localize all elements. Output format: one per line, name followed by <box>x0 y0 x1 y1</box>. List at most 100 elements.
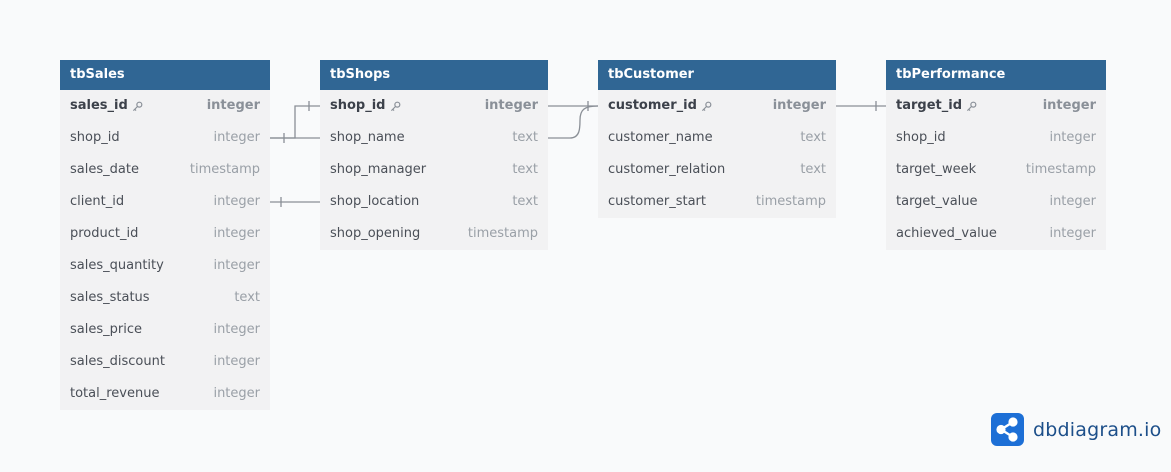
column-row-shop-name[interactable]: shop_name text <box>320 122 548 154</box>
column-type: text <box>512 162 538 177</box>
column-name-text: sales_date <box>70 162 139 177</box>
column-name-text: shop_id <box>70 130 120 145</box>
column-name-text: customer_relation <box>608 162 726 177</box>
column-type: integer <box>213 258 260 273</box>
column-name-text: target_id <box>896 98 962 113</box>
column-type: integer <box>213 130 260 145</box>
column-row-customer-name[interactable]: customer_name text <box>598 122 836 154</box>
column-row-sales-quantity[interactable]: sales_quantity integer <box>60 250 270 282</box>
column-name-text: achieved_value <box>896 226 997 241</box>
column-name: sales_date <box>70 154 139 186</box>
brand-name: dbdiagram.io <box>1033 418 1162 441</box>
column-name: client_id <box>70 186 124 218</box>
column-name: sales_discount <box>70 346 165 378</box>
table-title[interactable]: tbPerformance <box>886 60 1106 90</box>
column-name-text: target_week <box>896 162 977 177</box>
column-name-text: customer_id <box>608 98 697 113</box>
column-row-customer-relation[interactable]: customer_relation text <box>598 154 836 186</box>
column-row-shop-location[interactable]: shop_location text <box>320 186 548 218</box>
column-name-text: shop_manager <box>330 162 427 177</box>
column-type: text <box>512 194 538 209</box>
column-type: integer <box>213 386 260 401</box>
column-row-target-id[interactable]: target_id integer <box>886 90 1106 122</box>
column-name: sales_id <box>70 90 143 122</box>
column-type: text <box>800 130 826 145</box>
column-name: sales_price <box>70 314 142 346</box>
column-row-shop-opening[interactable]: shop_opening timestamp <box>320 218 548 250</box>
share-nodes-icon <box>991 413 1024 446</box>
key-icon <box>132 101 143 112</box>
column-name: customer_relation <box>608 154 725 186</box>
column-name: sales_quantity <box>70 250 164 282</box>
table-title[interactable]: tbShops <box>320 60 548 90</box>
column-name: total_revenue <box>70 378 159 410</box>
column-name-text: shop_opening <box>330 226 421 241</box>
column-type: timestamp <box>189 162 260 177</box>
column-name-text: sales_quantity <box>70 258 164 273</box>
column-row-product-id[interactable]: product_id integer <box>60 218 270 250</box>
column-name-text: shop_id <box>330 98 386 113</box>
column-name-text: shop_id <box>896 130 946 145</box>
column-name-text: shop_location <box>330 194 420 209</box>
column-name-text: customer_name <box>608 130 713 145</box>
column-name: shop_id <box>896 122 946 154</box>
column-name-text: sales_status <box>70 290 150 305</box>
column-name: shop_location <box>330 186 419 218</box>
key-icon <box>390 101 401 112</box>
column-name-text: total_revenue <box>70 386 160 401</box>
column-name: shop_id <box>70 122 120 154</box>
column-type: integer <box>484 98 538 113</box>
column-name: customer_id <box>608 90 712 122</box>
column-type: text <box>800 162 826 177</box>
table-title[interactable]: tbSales <box>60 60 270 90</box>
column-type: text <box>512 130 538 145</box>
column-name: target_id <box>896 90 977 122</box>
column-type: integer <box>213 226 260 241</box>
key-icon <box>701 101 712 112</box>
column-name: sales_status <box>70 282 150 314</box>
column-row-shop-manager[interactable]: shop_manager text <box>320 154 548 186</box>
link-sales-shop-id <box>270 105 320 139</box>
column-name: shop_id <box>330 90 401 122</box>
column-type: integer <box>1049 226 1096 241</box>
column-type: integer <box>213 322 260 337</box>
column-row-shop-id[interactable]: shop_id integer <box>886 122 1106 154</box>
column-name: product_id <box>70 218 138 250</box>
column-name: achieved_value <box>896 218 997 250</box>
column-name-text: product_id <box>70 226 139 241</box>
column-name: shop_name <box>330 122 405 154</box>
column-row-sales-price[interactable]: sales_price integer <box>60 314 270 346</box>
link-shops-name-customer <box>548 105 599 139</box>
column-row-achieved-value[interactable]: achieved_value integer <box>886 218 1106 250</box>
column-name: customer_name <box>608 122 713 154</box>
column-row-shop-id[interactable]: shop_id integer <box>320 90 548 122</box>
column-name-text: customer_start <box>608 194 706 209</box>
column-name-text: shop_name <box>330 130 405 145</box>
column-type: integer <box>1042 98 1096 113</box>
column-row-shop-id[interactable]: shop_id integer <box>60 122 270 154</box>
column-type: text <box>234 290 260 305</box>
column-name-text: client_id <box>70 194 125 209</box>
column-row-total-revenue[interactable]: total_revenue integer <box>60 378 270 410</box>
column-row-sales-status[interactable]: sales_status text <box>60 282 270 314</box>
column-type: timestamp <box>467 226 538 241</box>
column-type: integer <box>1049 130 1096 145</box>
key-icon <box>966 101 977 112</box>
column-name: target_week <box>896 154 976 186</box>
column-name-text: target_value <box>896 194 978 209</box>
brand-logo[interactable]: dbdiagram.io <box>991 413 1161 446</box>
table-title[interactable]: tbCustomer <box>598 60 836 90</box>
column-row-sales-date[interactable]: sales_date timestamp <box>60 154 270 186</box>
